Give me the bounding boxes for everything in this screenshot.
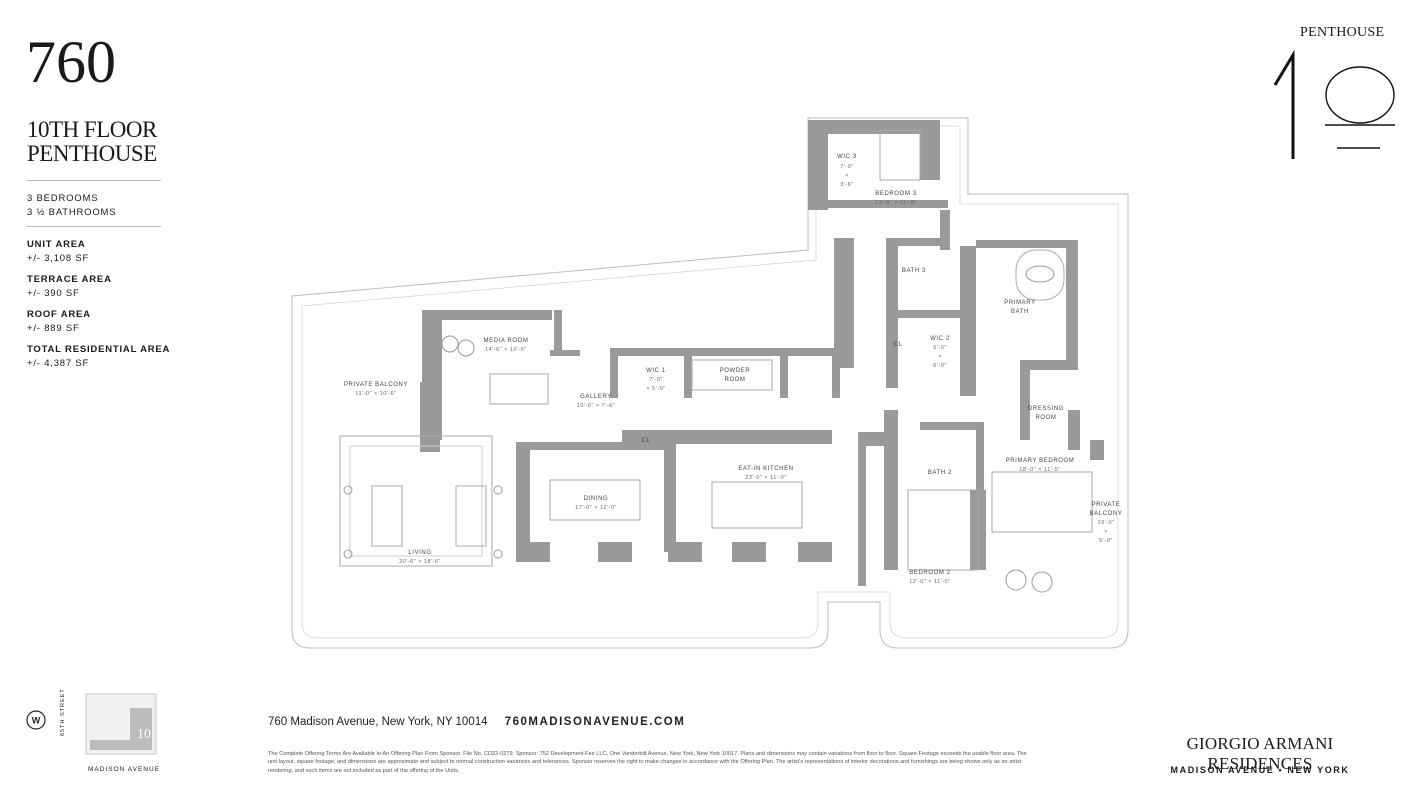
penthouse-number-mark: 10 <box>1265 45 1405 170</box>
room-gallery-name: GALLERY <box>580 394 612 400</box>
room-wic-2-name: WIC 2 <box>930 336 950 342</box>
area-item-terrace: TERRACE AREA +/- 390 SF <box>27 273 170 301</box>
title-line-2: PENTHOUSE <box>27 141 157 166</box>
room-private-balcony-left-name: PRIVATE BALCONY <box>344 382 408 388</box>
room-primary-bedroom-dim: 18'-0" × 11'-5" <box>1019 467 1060 473</box>
area-value: +/- 390 SF <box>27 288 80 299</box>
room-wic-3-dim2: × <box>845 173 849 179</box>
room-dining-dim: 17'-0" × 12'-0" <box>575 505 617 511</box>
area-value: +/- 3,108 SF <box>27 253 90 264</box>
street-label: 65TH STREET <box>60 688 66 736</box>
room-bedroom-2-name: BEDROOM 2 <box>909 570 950 576</box>
room-cl-name: CL <box>894 342 903 348</box>
room-wic-2-dim2: × <box>938 354 942 360</box>
area-value: +/- 4,387 SF <box>27 358 90 369</box>
avenue-label: MADISON AVENUE <box>88 766 161 773</box>
brand-location: MADISON AVENUE • NEW YORK <box>1170 765 1350 775</box>
key-plan: W 10 <box>20 688 170 778</box>
footer-address-block: 760 Madison Avenue, New York, NY 10014 7… <box>268 716 685 728</box>
room-powder-room-name1: POWDER <box>720 368 751 374</box>
room-private-balcony-right-dim2: × <box>1104 529 1108 535</box>
compass-icon <box>26 710 46 730</box>
area-label: TERRACE AREA <box>27 274 112 285</box>
key-plan-unit <box>90 708 152 750</box>
room-private-balcony-left-dim: 11'-0" × 10'-6" <box>355 391 396 397</box>
penthouse-number-text: 10 <box>1305 167 1307 169</box>
room-wic-2-dim3: 6'-0" <box>933 363 946 369</box>
room-cl-2-name: CL <box>642 438 651 444</box>
area-label: ROOF AREA <box>27 309 91 320</box>
room-wic-1-name: WIC 1 <box>646 368 666 374</box>
room-bedroom-3-dim: 13'-0" × 11'-6" <box>875 200 916 206</box>
bedrooms-count: 3 BEDROOMS <box>27 193 99 204</box>
room-bath-3-name: BATH 3 <box>902 268 926 274</box>
room-primary-bath-name1: PRIMARY <box>1004 300 1035 306</box>
room-dining-name: DINING <box>584 496 609 502</box>
room-media-room-dim: 14'-6" × 10'-6" <box>485 347 527 353</box>
room-bedroom-2-dim: 12'-0" × 11'-0" <box>909 579 950 585</box>
bed-bath-summary: 3 BEDROOMS 3 ½ BATHROOMS <box>27 192 116 220</box>
room-media-room-name: MEDIA ROOM <box>483 338 528 344</box>
title-divider <box>27 180 161 181</box>
room-primary-bath-name2: BATH <box>1011 309 1029 315</box>
room-wic-3-dim1: 7'-0" <box>840 164 853 170</box>
room-gallery-dim: 10'-6" × 7'-6" <box>577 403 615 409</box>
area-value: +/- 889 SF <box>27 323 80 334</box>
key-plan-unit-number: 10 <box>137 727 151 742</box>
room-private-balcony-right-dim1: 19'-0" <box>1097 520 1114 526</box>
legal-disclaimer: The Complete Offering Terms Are Availabl… <box>268 751 1027 774</box>
terrace-outline <box>291 117 1129 649</box>
floor-plan: WIC 3 7'-0" × 3'-6" BEDROOM 3 13'-0" × 1… <box>291 117 1129 649</box>
room-wic-1-dim1: 7'-0" <box>649 377 662 383</box>
title-line-1: 10TH FLOOR <box>27 117 157 142</box>
room-living-dim: 20'-6" × 18'-6" <box>399 559 441 565</box>
room-wic-3-dim3: 3'-6" <box>840 182 853 188</box>
room-private-balcony-right-name1: PRIVATE <box>1092 502 1121 508</box>
bathrooms-count: 3 ½ BATHROOMS <box>27 207 117 218</box>
page-title: 10TH FLOOR PENTHOUSE <box>27 118 167 166</box>
walls <box>420 120 1104 586</box>
logo-mark: 760 <box>26 29 116 95</box>
area-item-unit: UNIT AREA +/- 3,108 SF <box>27 238 170 266</box>
room-wic-2-dim1: 6'-0" <box>933 345 946 351</box>
room-wic-1-dim2: × 5'-0" <box>646 386 665 392</box>
room-bath-2-name: BATH 2 <box>928 470 952 476</box>
room-bedroom-3-name: BEDROOM 3 <box>875 191 916 197</box>
logo-text: 760 <box>26 29 116 95</box>
partitions <box>339 129 1093 571</box>
compass-direction: W <box>32 716 41 726</box>
area-list: UNIT AREA +/- 3,108 SF TERRACE AREA +/- … <box>27 238 170 378</box>
room-living-name: LIVING <box>408 550 431 556</box>
penthouse-label: PENTHOUSE <box>1300 25 1385 40</box>
summary-divider <box>27 226 161 227</box>
building-logo: 760 <box>24 24 116 99</box>
area-label: TOTAL RESIDENTIAL AREA <box>27 344 171 355</box>
key-plan-graphic: W 10 <box>26 693 157 755</box>
area-label: UNIT AREA <box>27 239 86 250</box>
penthouse-number-graphic: 10 <box>1273 49 1395 169</box>
room-private-balcony-right-dim3: 5'-0" <box>1099 538 1112 544</box>
room-dressing-room-name2: ROOM <box>1035 415 1056 421</box>
room-eat-in-kitchen-dim: 23'-0" × 11'-0" <box>745 475 786 481</box>
room-primary-bedroom-name: PRIMARY BEDROOM <box>1006 458 1075 464</box>
room-dressing-room-name1: DRESSING <box>1028 406 1064 412</box>
room-powder-room-name2: ROOM <box>724 377 745 383</box>
room-wic-3-name: WIC 3 <box>837 154 857 160</box>
room-eat-in-kitchen-name: EAT-IN KITCHEN <box>738 466 793 472</box>
website-link[interactable]: 760MADISONAVENUE.COM <box>504 716 686 728</box>
area-item-total: TOTAL RESIDENTIAL AREA +/- 4,387 SF <box>27 343 170 371</box>
brand-name: GIORGIO ARMANI RESIDENCES <box>1186 734 1334 773</box>
address-text: 760 Madison Avenue, New York, NY 10014 <box>268 716 488 728</box>
area-item-roof: ROOF AREA +/- 889 SF <box>27 308 170 336</box>
room-private-balcony-right-name2: BALCONY <box>1090 511 1123 517</box>
furniture-details <box>343 265 1055 593</box>
